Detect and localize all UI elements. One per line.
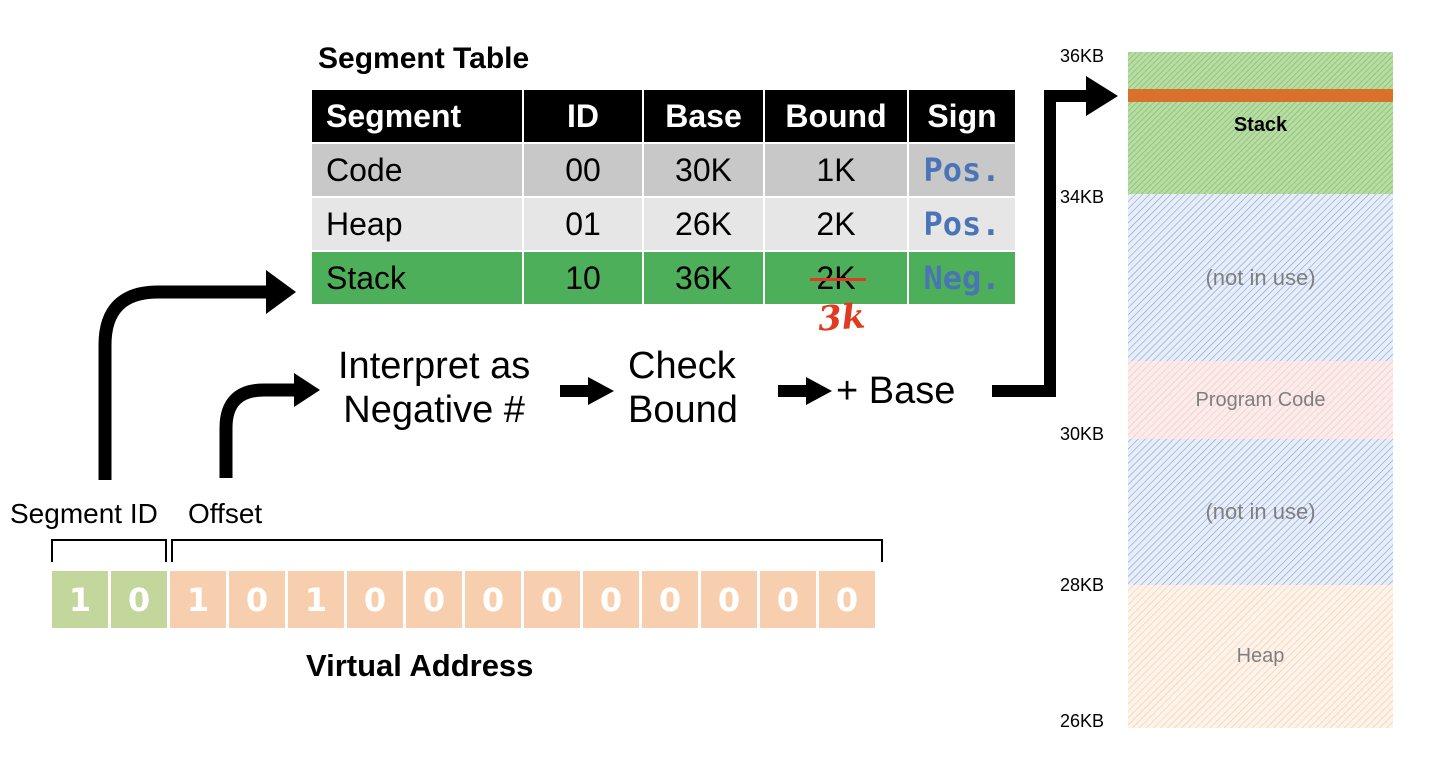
cell-bound: 2K [763, 196, 909, 252]
cell-segment: Stack [310, 250, 524, 306]
cell-bound: 1K [763, 142, 909, 198]
segment-table-header: Segment ID Base Bound Sign [310, 88, 1017, 144]
offset-bit: 0 [819, 571, 875, 628]
segment-id-arrow [98, 285, 270, 480]
cell-sign: Neg. [907, 250, 1017, 306]
offset-bit: 0 [347, 571, 403, 628]
step-add-base: + Base [836, 370, 956, 412]
offset-bit: 1 [170, 571, 226, 628]
header-segment: Segment [310, 88, 524, 144]
address-26kb: 26KB [1060, 711, 1105, 731]
header-base: Base [642, 88, 765, 144]
step-arrowhead-1 [588, 377, 614, 405]
segment-table-title: Segment Table [318, 42, 530, 75]
memory-heap-region [1128, 585, 1393, 728]
step-check-line1: Check [628, 345, 736, 387]
base-to-memory-arrow [992, 90, 1090, 397]
header-bound: Bound [763, 88, 909, 144]
offset-bit: 0 [524, 571, 580, 628]
cell-sign: Pos. [907, 196, 1017, 252]
segment-table: Segment ID Base Bound Sign Code 00 30K 1… [310, 88, 1017, 306]
offset-bit: 0 [701, 571, 757, 628]
struck-bound-value: 2K [810, 259, 866, 296]
address-36kb: 36KB [1060, 46, 1105, 66]
offset-label: Offset [188, 498, 263, 529]
offset-bit: 0 [642, 571, 698, 628]
segment-id-arrowhead [266, 270, 296, 314]
offset-arrow [219, 383, 296, 478]
step-check-line2: Bound [628, 389, 738, 431]
stack-top-marker [1128, 89, 1393, 102]
offset-bit: 0 [229, 571, 285, 628]
stack-label: Stack [1233, 113, 1288, 136]
address-30kb: 30KB [1060, 424, 1105, 444]
program-code-label: Program Code [1195, 388, 1326, 411]
table-row-stack: Stack 10 36K 2K Neg. [310, 250, 1017, 306]
step-interpret-negative: Interpret as Negative # [338, 344, 530, 432]
table-row-code: Code 00 30K 1K Pos. [310, 142, 1017, 198]
address-34kb: 34KB [1060, 187, 1105, 207]
memory-code-region [1128, 361, 1393, 439]
unused-bottom-label: (not in use) [1205, 499, 1316, 524]
cell-base: 26K [642, 196, 765, 252]
segment-bit: 1 [52, 571, 108, 628]
segment-bit: 0 [111, 571, 167, 628]
offset-bit: 0 [406, 571, 462, 628]
step-interpret-line1: Interpret as [338, 345, 531, 387]
offset-bracket [171, 539, 883, 562]
cell-segment: Code [310, 142, 524, 198]
step-check-bound: Check Bound [628, 344, 738, 432]
cell-base: 30K [642, 142, 765, 198]
offset-bit: 0 [465, 571, 521, 628]
memory-unused-bottom-region [1128, 439, 1393, 585]
step-arrowhead-2 [806, 377, 832, 405]
cell-id: 10 [522, 250, 644, 306]
heap-label: Heap [1236, 645, 1285, 667]
cell-id: 00 [522, 142, 644, 198]
header-sign: Sign [907, 88, 1017, 144]
header-id: ID [522, 88, 644, 144]
offset-bit: 0 [760, 571, 816, 628]
virtual-address-title: Virtual Address [306, 648, 534, 683]
handwritten-correction: 3k [816, 296, 867, 340]
stack-region-label: Stack [1128, 104, 1393, 146]
unused-top-label: (not in use) [1205, 264, 1316, 290]
step-interpret-line2: Negative # [343, 389, 525, 431]
address-28kb: 28KB [1060, 575, 1105, 595]
base-to-memory-arrowhead [1086, 76, 1118, 116]
cell-id: 01 [522, 196, 644, 252]
cell-base: 36K [642, 250, 765, 306]
cell-segment: Heap [310, 196, 524, 252]
cell-sign: Pos. [907, 142, 1017, 198]
offset-bit: 1 [288, 571, 344, 628]
segment-id-label: Segment ID [10, 498, 158, 529]
offset-bit: 0 [583, 571, 639, 628]
memory-stack-region [1128, 52, 1393, 194]
virtual-address-bits: 1 0 1 0 1 0 0 0 0 0 0 0 0 0 [52, 571, 875, 628]
segment-id-bracket [51, 539, 167, 562]
table-row-heap: Heap 01 26K 2K Pos. [310, 196, 1017, 252]
memory-unused-top-region [1128, 194, 1393, 361]
offset-arrowhead [294, 373, 320, 407]
cell-bound: 2K [763, 250, 909, 306]
